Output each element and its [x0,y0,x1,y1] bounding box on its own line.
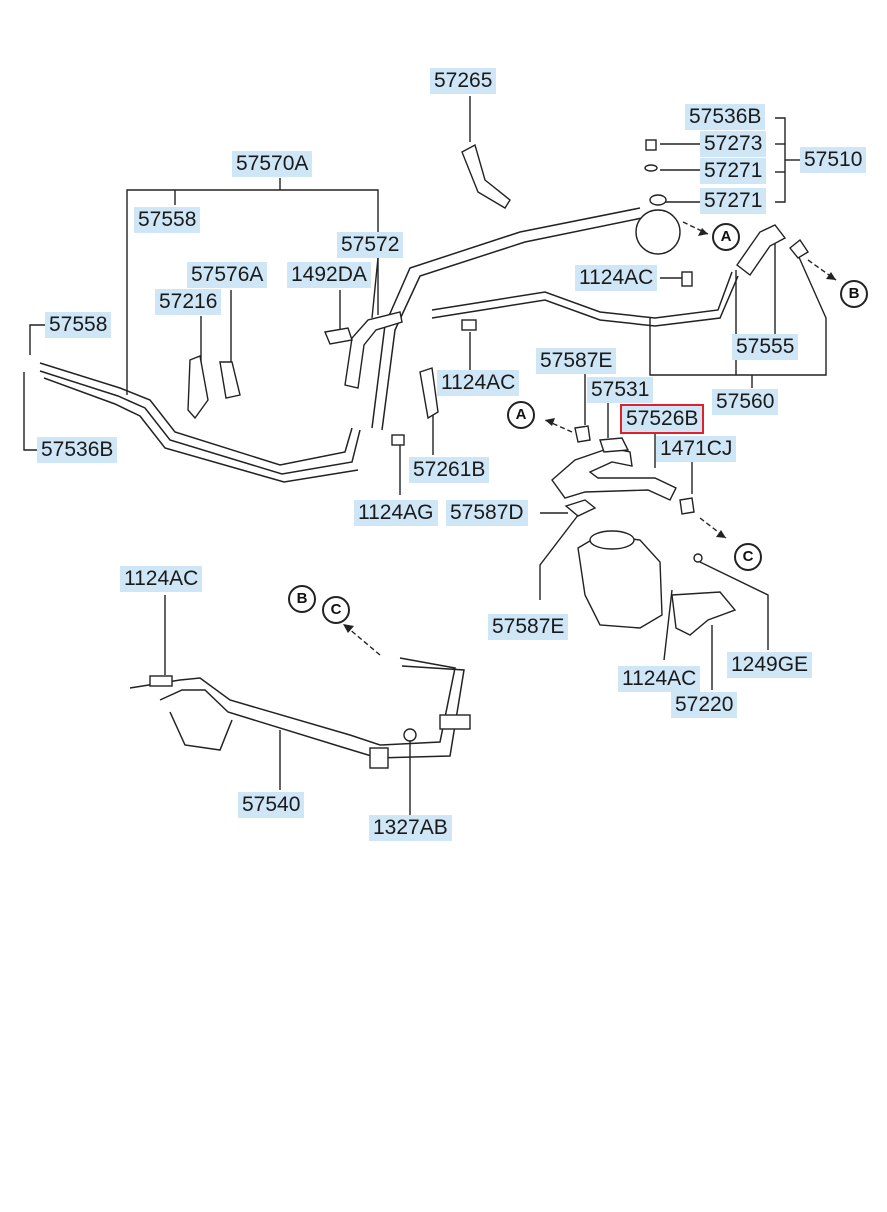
part-label-57531[interactable]: 57531 [587,377,654,403]
part-label-1249ge[interactable]: 1249GE [727,652,813,678]
part-label-57261b[interactable]: 57261B [409,457,490,483]
ref-circle-c: C [734,543,762,571]
ref-circle-c: C [322,596,350,624]
part-label-57220[interactable]: 57220 [671,692,738,718]
part-label-57536b-top[interactable]: 57536B [685,104,766,130]
part-label-1471cj[interactable]: 1471CJ [656,436,737,462]
part-label-57576a[interactable]: 57576A [187,262,268,288]
part-label-57558-top[interactable]: 57558 [134,207,201,233]
part-label-57216[interactable]: 57216 [155,289,222,315]
part-label-1124ac-bottom[interactable]: 1124AC [618,666,701,692]
ref-circle-b: B [288,585,316,613]
part-label-57572[interactable]: 57572 [337,232,404,258]
ref-arrows [343,221,837,656]
part-label-1327ab[interactable]: 1327AB [369,815,452,841]
part-label-57536b-left[interactable]: 57536B [37,437,118,463]
part-label-1124ag[interactable]: 1124AG [354,500,438,526]
leader-lines [23,96,827,815]
part-label-57555[interactable]: 57555 [732,334,799,360]
part-label-57273[interactable]: 57273 [700,131,767,157]
part-label-57510[interactable]: 57510 [800,147,867,173]
pipes [39,139,809,769]
part-label-57570a[interactable]: 57570A [232,151,313,177]
part-label-1492da[interactable]: 1492DA [287,262,371,288]
part-label-57587d[interactable]: 57587D [446,500,528,526]
part-label-1124ac-left[interactable]: 1124AC [120,566,203,592]
ref-circle-a: A [712,223,740,251]
part-label-57560[interactable]: 57560 [712,389,779,415]
part-label-57265[interactable]: 57265 [430,68,497,94]
part-label-57540[interactable]: 57540 [238,792,305,818]
ref-circle-a: A [507,401,535,429]
part-label-57587e-top[interactable]: 57587E [536,348,617,374]
ref-circle-b: B [840,280,868,308]
part-label-57587e-bottom[interactable]: 57587E [488,614,569,640]
part-label-57271-a[interactable]: 57271 [700,158,767,184]
part-label-57526b[interactable]: 57526B [619,404,705,434]
part-label-1124ac-mid[interactable]: 1124AC [437,370,520,396]
part-label-1124ac-top[interactable]: 1124AC [575,265,658,291]
part-label-57558-left[interactable]: 57558 [45,312,112,338]
part-label-57271-b[interactable]: 57271 [700,188,767,214]
